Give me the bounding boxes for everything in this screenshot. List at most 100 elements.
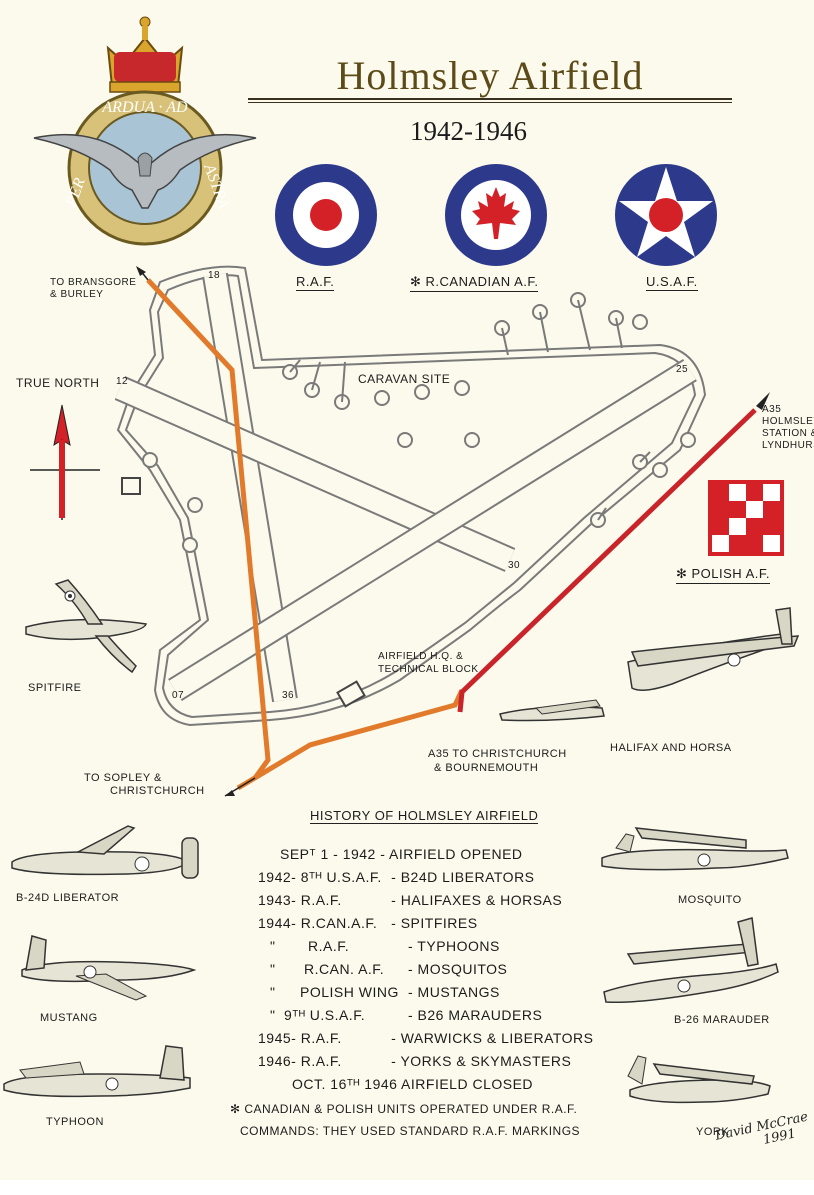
york-icon xyxy=(627,1055,771,1104)
history-unit: R.CAN. A.F. xyxy=(304,961,385,977)
maple-leaf-icon xyxy=(472,187,520,239)
history-row: " POLISH WING - MUSTANGS xyxy=(270,984,500,1000)
halifax-horsa-icon xyxy=(499,607,800,722)
label-rcaf: ✻ R.CANADIAN A.F. xyxy=(410,274,539,292)
road-a35-red xyxy=(457,408,757,713)
marauder-icon xyxy=(603,917,779,1004)
history-event: - MOSQUITOS xyxy=(408,961,508,977)
label-a35-holmsley: A35HOLMSLEYSTATION &LYNDHURST xyxy=(762,404,814,451)
history-year: " xyxy=(270,961,276,977)
airfield-map xyxy=(30,265,770,797)
liberator-icon xyxy=(11,825,199,879)
runway-number-07: 07 xyxy=(172,690,185,701)
history-event: - MUSTANGS xyxy=(408,984,500,1000)
history-unit: - R.A.F. xyxy=(291,1030,342,1046)
label-caravan-site: CARAVAN SITE xyxy=(358,372,451,386)
history-year: 1946 xyxy=(258,1053,292,1069)
history-year: " xyxy=(270,1007,276,1023)
runway-number-12: 12 xyxy=(116,376,129,387)
label-true-north: TRUE NORTH xyxy=(16,376,100,390)
label-usaf: U.S.A.F. xyxy=(646,274,698,291)
road-b3055-orange xyxy=(146,278,271,780)
history-event: - HALIFAXES & HORSAS xyxy=(391,892,563,908)
road-a35-christchurch-orange xyxy=(236,688,465,791)
arrow-bransgore-icon xyxy=(136,266,146,276)
title-underline-thin xyxy=(248,102,732,103)
perimeter-track xyxy=(116,265,707,727)
roundel-usaf xyxy=(615,164,717,266)
history-title: HISTORY of HOLMSLEY AIRFIELD xyxy=(310,808,539,824)
history-year: 1944 xyxy=(258,915,292,931)
runway-number-18: 18 xyxy=(208,270,221,281)
runway-number-30: 30 xyxy=(508,560,521,571)
history-unit: - 8ᵀᴴ U.S.A.F. xyxy=(291,869,382,885)
history-unit: POLISH WING xyxy=(300,984,399,1000)
runway-number-25: 25 xyxy=(676,364,689,375)
page-title: Holmsley Airfield xyxy=(336,53,644,98)
history-event: - AIRFIELD OPENED xyxy=(380,846,523,862)
history-year: " xyxy=(270,938,276,954)
history-year: 1943 xyxy=(258,892,292,908)
mustang-icon xyxy=(21,935,197,1001)
history-event: - SPITFIRES xyxy=(391,915,478,931)
label-raf: R.A.F. xyxy=(296,274,335,291)
label-mosquito: MOSQUITO xyxy=(678,894,742,906)
year-range: 1942-1946 xyxy=(410,116,527,146)
history-unit: - R.A.F. xyxy=(291,1053,342,1069)
history-event: - YORKS & SKYMASTERS xyxy=(391,1053,572,1069)
history-row: 1942- 8ᵀᴴ U.S.A.F. - B24D LIBERATORS xyxy=(258,869,535,885)
spitfire-icon xyxy=(25,579,147,674)
label-marauder: B-26 MARAUDER xyxy=(674,1014,770,1026)
history-row: " R.CAN. A.F. - MOSQUITOS xyxy=(270,961,507,977)
history-note-2: COMMANDS: THEY USED STANDARD R.A.F. MARK… xyxy=(240,1124,581,1138)
history-year: " xyxy=(270,984,276,1000)
history-event: - B26 MARAUDERS xyxy=(408,1007,543,1023)
raf-crest-emblem: ARDUA · AD PER ASTRA xyxy=(33,16,257,246)
label-to-sopley: TO SOPLEY &CHRISTCHURCH xyxy=(84,772,205,797)
roundel-raf xyxy=(275,164,377,266)
true-north-arrow-icon xyxy=(30,404,100,520)
history-year: 1945 xyxy=(258,1030,292,1046)
history-row: 1945- R.A.F. - WARWICKS & LIBERATORS xyxy=(258,1030,594,1046)
roundel-rcaf xyxy=(445,164,547,266)
history-note-1: ✻ CANADIAN & POLISH UNITS OPERATED UNDER… xyxy=(230,1102,578,1116)
arrow-sopley-icon xyxy=(225,790,235,796)
label-liberator: B-24D LIBERATOR xyxy=(16,892,120,904)
history-closed: OCT. 16ᵀᴴ 1946 AIRFIELD CLOSED xyxy=(292,1076,534,1092)
crown-icon xyxy=(106,16,184,93)
history-unit: - R.CAN.A.F. xyxy=(291,915,378,931)
history-year: 1942 xyxy=(258,869,292,885)
eagle-icon xyxy=(33,133,257,209)
history-year: SEPᵀ 1 - 1942 xyxy=(280,846,376,862)
typhoon-icon xyxy=(3,1045,191,1098)
arrow-lyndhurst-icon xyxy=(756,392,770,410)
technical-block-building xyxy=(336,680,366,708)
label-typhoon: TYPHOON xyxy=(46,1116,104,1128)
label-spitfire: SPITFIRE xyxy=(28,682,82,694)
label-polish: ✻ POLISH A.F. xyxy=(676,566,770,584)
title-underline xyxy=(248,98,732,100)
history-unit: - R.A.F. xyxy=(291,892,342,908)
history-row: " 9ᵀᴴ U.S.A.F. - B26 MARAUDERS xyxy=(270,1007,542,1023)
history-event: - WARWICKS & LIBERATORS xyxy=(391,1030,594,1046)
mosquito-icon xyxy=(601,827,789,871)
runways xyxy=(114,272,697,703)
runway-number-36: 36 xyxy=(282,690,295,701)
label-airfield-hq: AIRFIELD H.Q. &TECHNICAL BLOCK xyxy=(378,651,479,675)
history-event: - TYPHOONS xyxy=(408,938,500,954)
history-row: 1946- R.A.F. - YORKS & SKYMASTERS xyxy=(258,1053,571,1069)
label-a35-christchurch: A35 TO CHRISTCHURCH& BOURNEMOUTH xyxy=(428,748,567,774)
label-york: YORK xyxy=(696,1126,730,1138)
history-row: 1943- R.A.F. - HALIFAXES & HORSAS xyxy=(258,892,562,908)
polish-checkerboard-icon xyxy=(708,480,784,556)
label-to-bransgore: TO BRANSGORE& BURLEY xyxy=(50,277,137,300)
history-unit: 9ᵀᴴ U.S.A.F. xyxy=(284,1007,366,1023)
history-row: 1944- R.CAN.A.F. - SPITFIRES xyxy=(258,915,478,931)
history-event: - B24D LIBERATORS xyxy=(391,869,535,885)
history-unit: R.A.F. xyxy=(308,938,350,954)
label-halifax-horsa: HALIFAX and HORSA xyxy=(610,742,732,754)
history-row: SEPᵀ 1 - 1942 - AIRFIELD OPENED xyxy=(280,846,523,862)
building xyxy=(121,477,141,495)
crest-motto-top: ARDUA · AD xyxy=(101,99,188,116)
label-mustang: MUSTANG xyxy=(40,1012,98,1024)
